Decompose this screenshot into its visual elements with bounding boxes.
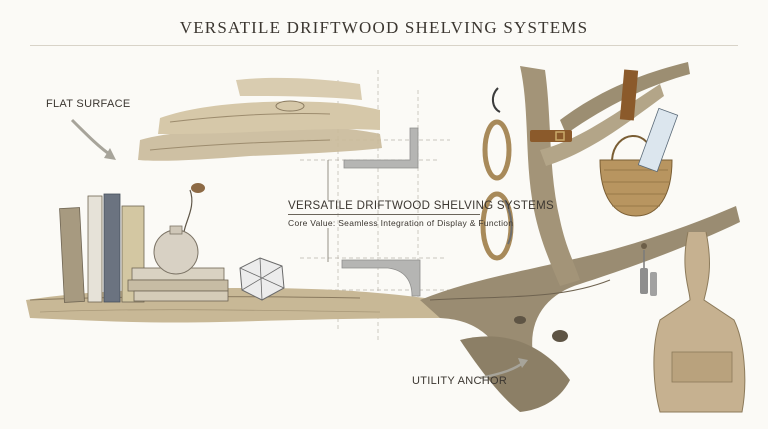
flat-surface-arrow (70, 118, 116, 160)
basket-icon (599, 69, 679, 217)
page-title: VERSATILE DRIFTWOOD SHELVING SYSTEMS (179, 18, 589, 37)
apron-icon (653, 231, 746, 413)
lower-bracket-icon (341, 259, 421, 297)
utility-anchor-arrow (479, 358, 528, 380)
keys-icon (640, 243, 657, 296)
vase-icon (153, 183, 205, 275)
upper-driftwood-plank (138, 77, 382, 161)
utility-anchor-label: UTILITY ANCHOR (412, 375, 508, 387)
geometric-ornament-icon (239, 257, 285, 301)
center-title: VERSATILE DRIFTWOOD SHELVING SYSTEMS (288, 200, 554, 212)
leather-strap-icon (530, 130, 572, 142)
book-icon (103, 193, 121, 303)
rope-coil-icon (480, 87, 514, 261)
book-icon (59, 207, 85, 303)
books-group (59, 193, 145, 303)
book-icon (87, 195, 103, 303)
title-divider (30, 45, 738, 46)
center-title-underline (288, 214, 480, 215)
center-subtitle: Core Value: Seamless Integration of Disp… (288, 218, 514, 228)
flat-surface-label: FLAT SURFACE (46, 98, 131, 110)
upper-bracket-icon (343, 127, 419, 169)
